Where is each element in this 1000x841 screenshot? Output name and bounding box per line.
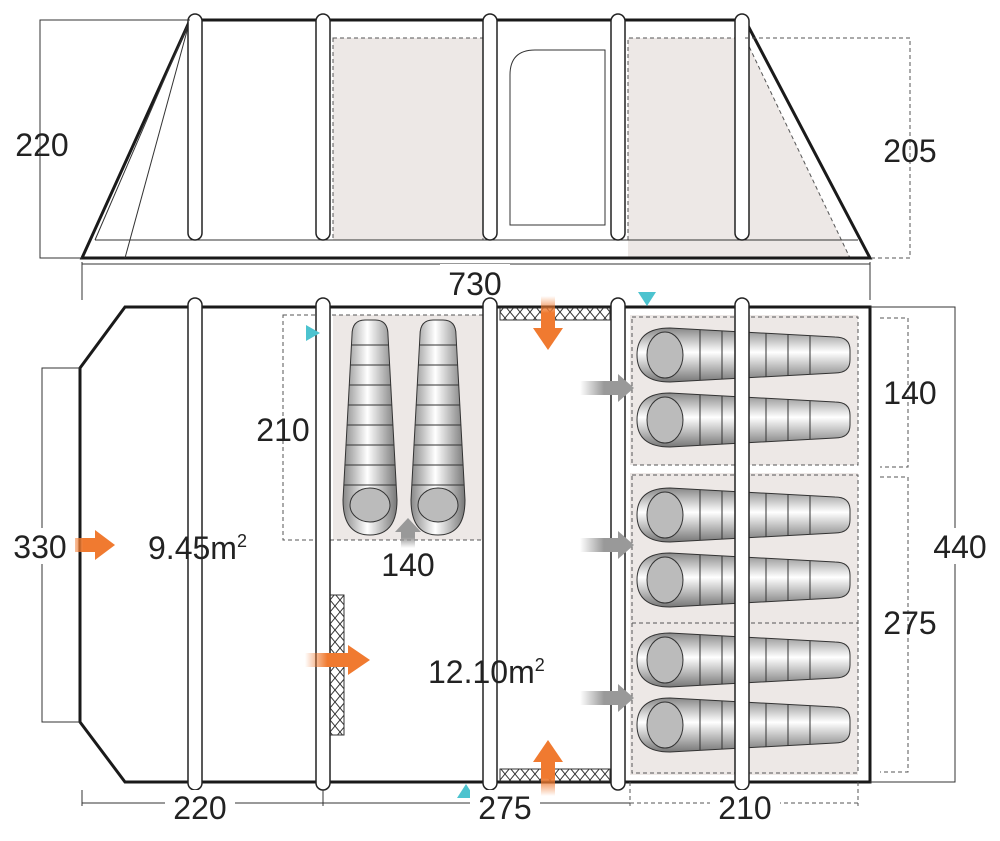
total-width-label: 440 [933,529,986,565]
entry-arrow [533,296,563,350]
bedroom-arrow [395,518,421,548]
bedroom-length-label: 210 [718,790,771,826]
porch-area-label: 9.45m2 [148,530,247,566]
door [509,49,606,226]
pole [734,13,750,241]
bedroom-arrow [580,531,634,559]
pole [187,13,203,241]
entry-arrow [533,740,563,796]
bedroom-arrow [580,684,634,712]
length-label: 730 [448,266,501,302]
bedroom-arrow [580,374,634,402]
entry-arrow [68,530,115,560]
pole [482,297,498,791]
bedroom-2-width-label: 275 [883,605,936,641]
bedroom-panel [333,38,483,240]
marker-icon [306,325,320,341]
entry-arrow [305,645,370,675]
living-area-label: 12.10m2 [428,654,545,690]
pole [315,13,331,241]
pole [315,297,331,791]
bedroom-1-width-label: 140 [883,375,936,411]
height-left-label: 220 [15,127,68,163]
pole [482,13,498,241]
small-bedroom-depth-label: 210 [256,412,309,448]
porch-length-label: 220 [173,790,226,826]
living-length-label: 275 [478,790,531,826]
height-right-label: 205 [883,133,936,169]
pole [734,297,750,791]
side-elevation: 220 205 730 [15,13,937,302]
sleeping-bag [342,319,398,536]
sleeping-bag [410,319,466,536]
width-left-label: 330 [13,529,66,565]
floor-plan: 330 440 140 275 210 140 9.45m2 12.10m2 2… [5,292,995,830]
pole [610,13,626,241]
small-bedroom-width-label: 140 [381,547,434,583]
height-dim-line [39,19,190,259]
marker-icon [638,292,656,306]
